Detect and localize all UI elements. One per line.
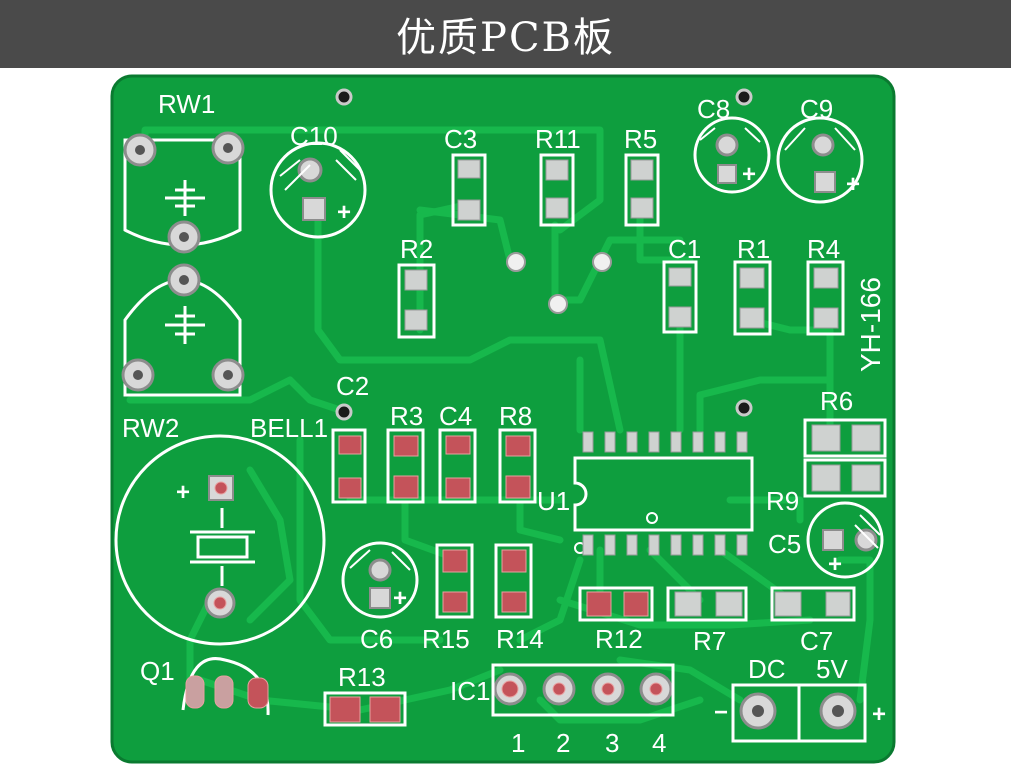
plus-bell: + bbox=[176, 479, 190, 506]
label-pin1: 1 bbox=[511, 728, 525, 758]
label-r14: R14 bbox=[496, 624, 544, 654]
label-c4: C4 bbox=[439, 401, 472, 431]
label-c3: C3 bbox=[444, 124, 477, 154]
vias bbox=[506, 252, 658, 554]
label-r1: R1 bbox=[737, 234, 770, 264]
buzzer-symbol bbox=[190, 508, 255, 586]
label-r12: R12 bbox=[595, 624, 643, 654]
plus-5v: + bbox=[872, 701, 886, 728]
label-q1: Q1 bbox=[140, 656, 175, 686]
label-r5: R5 bbox=[624, 124, 657, 154]
banner-title: 优质PCB板 bbox=[396, 15, 615, 61]
plus-c10: + bbox=[337, 199, 351, 226]
label-c9: C9 bbox=[800, 94, 833, 124]
label-r6: R6 bbox=[820, 386, 853, 416]
title-banner: 优质PCB板 bbox=[0, 0, 1011, 68]
pcb-board bbox=[112, 76, 894, 762]
label-c7: C7 bbox=[800, 626, 833, 656]
pot-crosses bbox=[165, 180, 205, 344]
label-rw1: RW1 bbox=[158, 89, 215, 119]
label-rw2: RW2 bbox=[122, 413, 179, 443]
capacitor-outlines bbox=[269, 116, 884, 619]
label-r7: R7 bbox=[693, 626, 726, 656]
label-r11: R11 bbox=[535, 124, 581, 154]
minus-dc: − bbox=[714, 699, 728, 726]
plus-c8: + bbox=[742, 161, 756, 188]
label-dc: DC bbox=[748, 654, 786, 684]
label-5v: 5V bbox=[816, 654, 848, 684]
label-pin2: 2 bbox=[556, 728, 570, 758]
label-r4: R4 bbox=[807, 234, 840, 264]
label-c8: C8 bbox=[697, 94, 730, 124]
square-pads bbox=[208, 164, 844, 609]
label-c6: C6 bbox=[360, 624, 393, 654]
board-model: YH-166 bbox=[855, 277, 886, 372]
label-c2: C2 bbox=[336, 371, 369, 401]
label-r3: R3 bbox=[390, 401, 423, 431]
smd-pads bbox=[404, 159, 881, 617]
capacitor-hatching bbox=[279, 127, 881, 571]
plus-c6: + bbox=[393, 585, 407, 612]
pcb-photo: RW1 C10 C3 R11 R5 C8 C9 R2 C1 R1 R4 C2 R… bbox=[110, 74, 896, 764]
label-r2: R2 bbox=[400, 234, 433, 264]
label-r13: R13 bbox=[338, 662, 386, 692]
plus-c9: + bbox=[846, 171, 860, 198]
label-bell1: BELL1 bbox=[250, 413, 328, 443]
label-c5: C5 bbox=[768, 529, 801, 559]
label-u1: U1 bbox=[537, 486, 570, 516]
label-r15: R15 bbox=[422, 624, 470, 654]
buzzer-outline bbox=[114, 434, 326, 646]
label-r9: R9 bbox=[766, 486, 799, 516]
mounting-holes bbox=[335, 88, 753, 421]
copper-pads bbox=[185, 435, 663, 723]
label-ic1: IC1 bbox=[450, 676, 490, 706]
label-c1: C1 bbox=[668, 234, 701, 264]
label-pin4: 4 bbox=[652, 728, 666, 758]
label-r8: R8 bbox=[499, 401, 532, 431]
plus-c5: + bbox=[828, 551, 842, 578]
label-pin3: 3 bbox=[605, 728, 619, 758]
label-c10: C10 bbox=[290, 121, 338, 151]
